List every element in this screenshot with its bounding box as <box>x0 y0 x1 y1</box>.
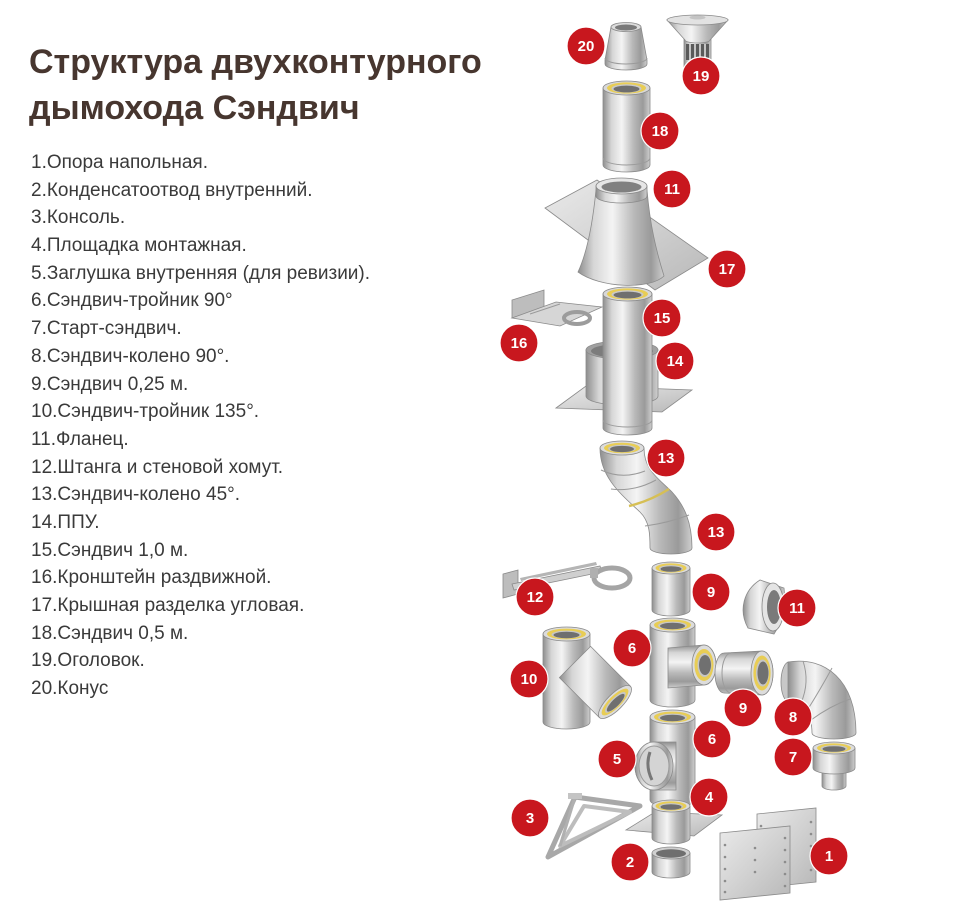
callout-6-a: 6 <box>612 628 652 668</box>
svg-text:6: 6 <box>708 731 716 748</box>
legend-item-16: 16.Кронштейн раздвижной. <box>31 567 272 589</box>
sandwich-pipe-0-5m <box>602 80 651 173</box>
callout-9-b: 9 <box>723 688 763 728</box>
sandwich-elbow-90 <box>780 660 857 740</box>
callout-1: 1 <box>809 836 849 876</box>
callout-9-a: 9 <box>691 572 731 612</box>
legend-item-14: 14.ППУ. <box>31 511 100 533</box>
legend-item-8: 8.Сэндвич-колено 90°. <box>31 345 230 367</box>
sandwich-tee-135 <box>542 626 632 730</box>
legend-item-1: 1.Опора напольная. <box>31 152 209 173</box>
svg-text:13: 13 <box>708 524 725 541</box>
callout-13-b: 13 <box>696 512 736 552</box>
svg-text:9: 9 <box>739 700 747 717</box>
callout-6-b: 6 <box>692 719 732 759</box>
legend-item-20: 20.Конус <box>31 678 109 700</box>
callout-3: 3 <box>510 798 550 838</box>
callout-4: 4 <box>689 777 729 817</box>
callout-7: 7 <box>773 737 813 777</box>
start-sandwich-part <box>812 741 856 791</box>
callout-10: 10 <box>509 659 549 699</box>
svg-text:6: 6 <box>628 640 636 657</box>
callout-11-a: 11 <box>652 169 692 209</box>
wall-rod-and-clamp-part <box>502 562 633 599</box>
svg-text:16: 16 <box>511 335 528 352</box>
callout-15: 15 <box>642 298 682 338</box>
legend-item-7: 7.Старт-сэндвич. <box>31 318 182 340</box>
legend-item-10: 10.Сэндвич-тройник 135°. <box>31 401 260 423</box>
flange-part-top <box>595 177 648 195</box>
svg-text:10: 10 <box>521 671 538 688</box>
legend-item-4: 4.Площадка монтажная. <box>31 235 247 257</box>
legend-item-11: 11.Фланец. <box>31 428 129 450</box>
svg-text:11: 11 <box>789 600 805 617</box>
callout-5: 5 <box>597 739 637 779</box>
callout-2: 2 <box>610 842 650 882</box>
svg-text:12: 12 <box>527 589 544 606</box>
callout-16: 16 <box>499 323 539 363</box>
sandwich-tee-90-upper <box>649 617 717 708</box>
svg-text:13: 13 <box>658 450 675 467</box>
condensate-drain-part <box>651 846 691 879</box>
callout-19: 19 <box>681 56 721 96</box>
svg-text:11: 11 <box>664 181 680 198</box>
callout-12: 12 <box>515 577 555 617</box>
sandwich-pipe-0-25m-horizontal <box>714 650 774 696</box>
sandwich-pipe-1-0m <box>602 286 653 436</box>
svg-text:4: 4 <box>705 789 714 806</box>
flange-part-right <box>742 579 785 635</box>
sliding-bracket-part <box>510 289 604 327</box>
callout-20: 20 <box>566 26 606 66</box>
callout-18: 18 <box>640 111 680 151</box>
console-part <box>545 793 643 860</box>
svg-text:14: 14 <box>667 353 684 370</box>
svg-text:18: 18 <box>652 123 669 140</box>
callout-8: 8 <box>773 697 813 737</box>
legend-item-18: 18.Сэндвич 0,5 м. <box>31 622 189 644</box>
svg-text:17: 17 <box>719 261 736 278</box>
svg-text:2: 2 <box>626 854 634 871</box>
roof-penetration-part <box>544 179 709 291</box>
svg-text:9: 9 <box>707 584 715 601</box>
legend-item-19: 19.Оголовок. <box>31 650 145 672</box>
title-line-2: дымохода Сэндвич <box>29 89 360 127</box>
svg-text:5: 5 <box>613 751 621 768</box>
legend-item-2: 2.Конденсатоотвод внутренний. <box>31 179 313 201</box>
callout-14: 14 <box>655 341 695 381</box>
title-line-1: Структура двухконтурного <box>29 43 482 81</box>
legend-item-3: 3.Консоль. <box>31 207 126 229</box>
floor-support-part <box>719 807 817 901</box>
sandwich-pipe-0-25m-upper <box>651 561 691 617</box>
svg-text:15: 15 <box>654 310 671 327</box>
mounting-platform-part <box>624 799 724 845</box>
legend-item-12: 12.Штанга и стеновой хомут. <box>31 456 284 478</box>
inspection-plug-part <box>634 741 674 791</box>
legend-item-5: 5.Заглушка внутренняя (для ревизии). <box>31 262 371 284</box>
cone-part <box>604 22 648 71</box>
legend-item-9: 9.Сэндвич 0,25 м. <box>31 373 189 395</box>
svg-text:3: 3 <box>526 810 534 827</box>
legend-item-13: 13.Сэндвич-колено 45°. <box>31 484 241 506</box>
callout-11-b: 11 <box>777 588 817 628</box>
legend-item-15: 15.Сэндвич 1,0 м. <box>31 539 189 561</box>
callout-13-a: 13 <box>646 438 686 478</box>
sandwich-elbow-45-pair <box>599 440 693 555</box>
svg-text:7: 7 <box>789 749 797 766</box>
legend-item-6: 6.Сэндвич-тройник 90° <box>31 290 233 312</box>
svg-text:8: 8 <box>789 709 797 726</box>
svg-text:20: 20 <box>578 38 595 55</box>
callout-17: 17 <box>707 249 747 289</box>
legend-item-17: 17.Крышная разделка угловая. <box>31 595 305 616</box>
svg-text:1: 1 <box>825 848 833 865</box>
svg-text:19: 19 <box>693 68 710 85</box>
parts-legend-list: 1.Опора напольная. 2.Конденсатоотвод вну… <box>31 149 370 703</box>
page-title: Структура двухконтурного дымохода Сэндви… <box>29 39 482 131</box>
